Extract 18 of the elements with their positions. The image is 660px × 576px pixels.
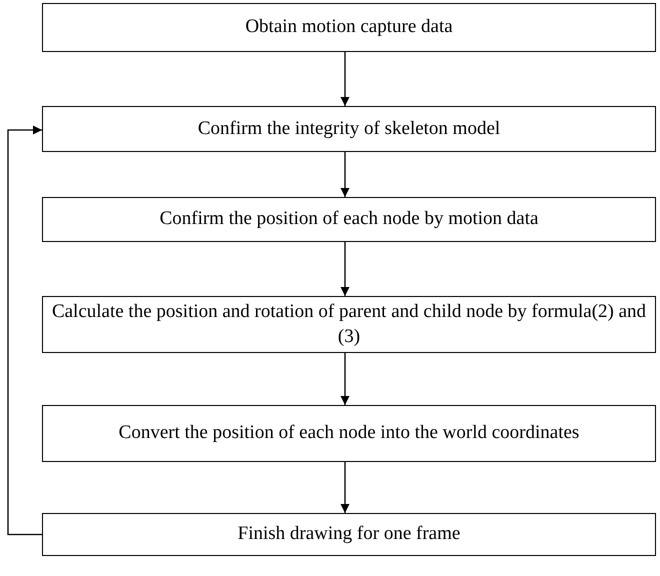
process-box (42, 106, 656, 152)
arrow (7, 126, 42, 536)
process-box (42, 3, 656, 52)
step-text: Finish drawing for one frame (238, 522, 460, 546)
arrow (340, 52, 350, 106)
step-text: Convert the position of each node into the world coordinates (118, 421, 580, 446)
arrow (340, 242, 350, 296)
arrow (340, 462, 350, 513)
step-text: Confirm the integrity of skeleton model (198, 116, 500, 141)
process-box (42, 513, 656, 556)
process-box (42, 405, 656, 462)
step-text: Confirm the position of each node by motion data (160, 207, 538, 232)
step-text: Obtain motion capture data (245, 15, 453, 40)
step-text: Calculate the position and rotation of parent and child node by formula(2) and (3) (51, 300, 647, 348)
arrow (340, 353, 350, 405)
process-box (42, 197, 656, 242)
process-box (42, 296, 656, 353)
arrow (340, 152, 350, 197)
